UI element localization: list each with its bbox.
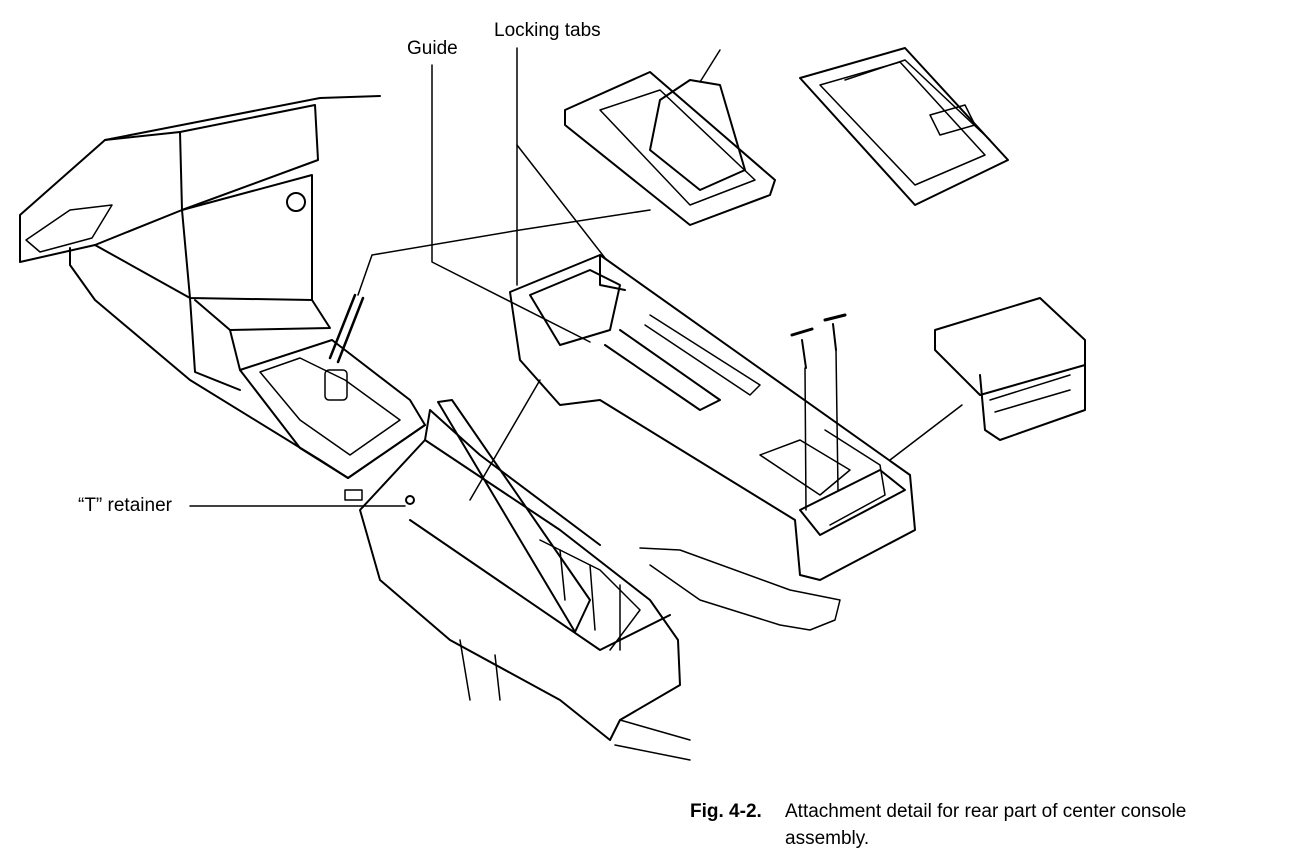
- screw-1: [790, 327, 814, 511]
- caption-line-2: assembly.: [785, 828, 870, 849]
- rear-console-base: [344, 399, 691, 761]
- ashtray-cover: [934, 297, 1086, 441]
- figure-number: Fig. 4-2.: [690, 801, 762, 822]
- rear-console-shell: [509, 254, 916, 631]
- caption-line-1: Attachment detail for rear part of cente…: [785, 801, 1187, 822]
- caption-text: Attachment detail for rear part of cente…: [785, 798, 1285, 852]
- front-console-and-dash: [19, 95, 651, 479]
- shift-boot-trim: [564, 49, 776, 226]
- locking-tabs-label: Locking tabs: [494, 20, 601, 41]
- leader-lines: [189, 47, 963, 507]
- guide-label: Guide: [407, 38, 458, 59]
- t-retainer-label: “T” retainer: [78, 495, 172, 516]
- screw-2: [823, 313, 847, 491]
- shift-indicator-plate: [799, 47, 1009, 206]
